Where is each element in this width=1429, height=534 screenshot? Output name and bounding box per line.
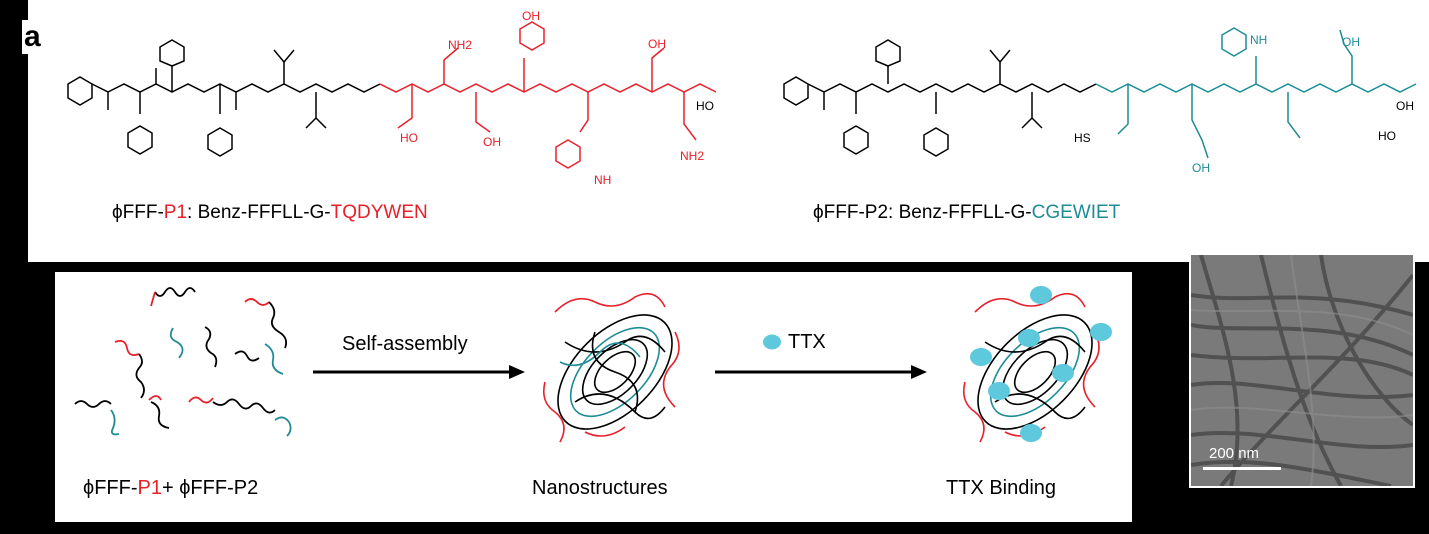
p2-group-6: HO [1378, 129, 1396, 143]
peptide-structures-svg: NH2 HO OH OH OH HO NH NH2 [67, 9, 1417, 187]
assembly-scheme-panel: ϕFFF-P1+ ϕFFF-P2 Self-assembly Nanostruc… [55, 272, 1132, 522]
start-prefix: ϕFFF- [83, 477, 138, 499]
nanostructures-label: Nanostructures [532, 477, 668, 499]
p2-group-3: OH [1396, 99, 1414, 113]
start-label: ϕFFF-P1+ ϕFFF-P2 [83, 477, 258, 500]
p1-group-6: HO [696, 99, 714, 113]
peptide2-structure [783, 39, 1097, 157]
ttx-legend-dot [763, 334, 781, 350]
peptide2-sequence: CGEWIET [1031, 202, 1121, 223]
start-tag: P1 [137, 477, 162, 499]
p2-group-4: HS [1074, 131, 1091, 145]
peptide1-p1-segment [379, 21, 717, 169]
p1-group-1: NH2 [448, 38, 472, 52]
peptide1-sequence: TQDYWEN [330, 202, 428, 223]
start-suffix: + ϕFFF-P2 [161, 477, 259, 499]
p2-group-5: OH [1192, 161, 1210, 175]
p1-group-7: NH [594, 173, 611, 187]
tem-micrograph: 200 nm [1189, 253, 1415, 488]
peptide2-formula: ϕFFF-P2: Benz-FFFLL-G-CGEWIET [813, 202, 1120, 224]
tem-fibers-svg [1191, 255, 1413, 486]
peptide-structures-panel: NH2 HO OH OH OH HO NH NH2 [28, 0, 1429, 262]
nanostructure [542, 292, 680, 443]
p2-group-1: NH [1250, 33, 1267, 47]
p1-group-4: OH [522, 9, 540, 23]
peptide2-prefix: ϕFFF-P2: Benz-FFFLL-G- [813, 202, 1032, 223]
ttx-bound-nanostructure [962, 292, 1100, 443]
ttx-molecules [970, 286, 1112, 442]
ttx-arrow [715, 334, 927, 379]
p1-group-5: OH [648, 37, 666, 51]
peptide1-middle: : Benz-FFFLL-G- [187, 202, 331, 223]
assembly-scheme-svg [74, 286, 1112, 443]
peptide1-tag: P1 [163, 202, 188, 223]
ttx-binding-label: TTX Binding [946, 477, 1057, 499]
free-peptides [74, 287, 292, 437]
p2-group-2: OH [1342, 35, 1360, 49]
scale-bar-label: 200 nm [1209, 445, 1260, 462]
self-assembly-arrow [313, 365, 525, 379]
self-assembly-label: Self-assembly [342, 333, 468, 355]
peptide2-p2-segment [1095, 27, 1417, 159]
ttx-legend-label: TTX [788, 331, 826, 353]
panel-label: a [22, 20, 43, 54]
peptide1-formula: ϕFFF-P1: Benz-FFFLL-G-TQDYWEN [112, 202, 428, 224]
p1-group-3: OH [483, 135, 501, 149]
p1-group-8: NH2 [680, 149, 704, 163]
p1-group-2: HO [400, 131, 418, 145]
peptide1-structure [67, 39, 381, 157]
peptide1-prefix: ϕFFF- [112, 202, 164, 223]
scale-bar [1203, 467, 1281, 470]
